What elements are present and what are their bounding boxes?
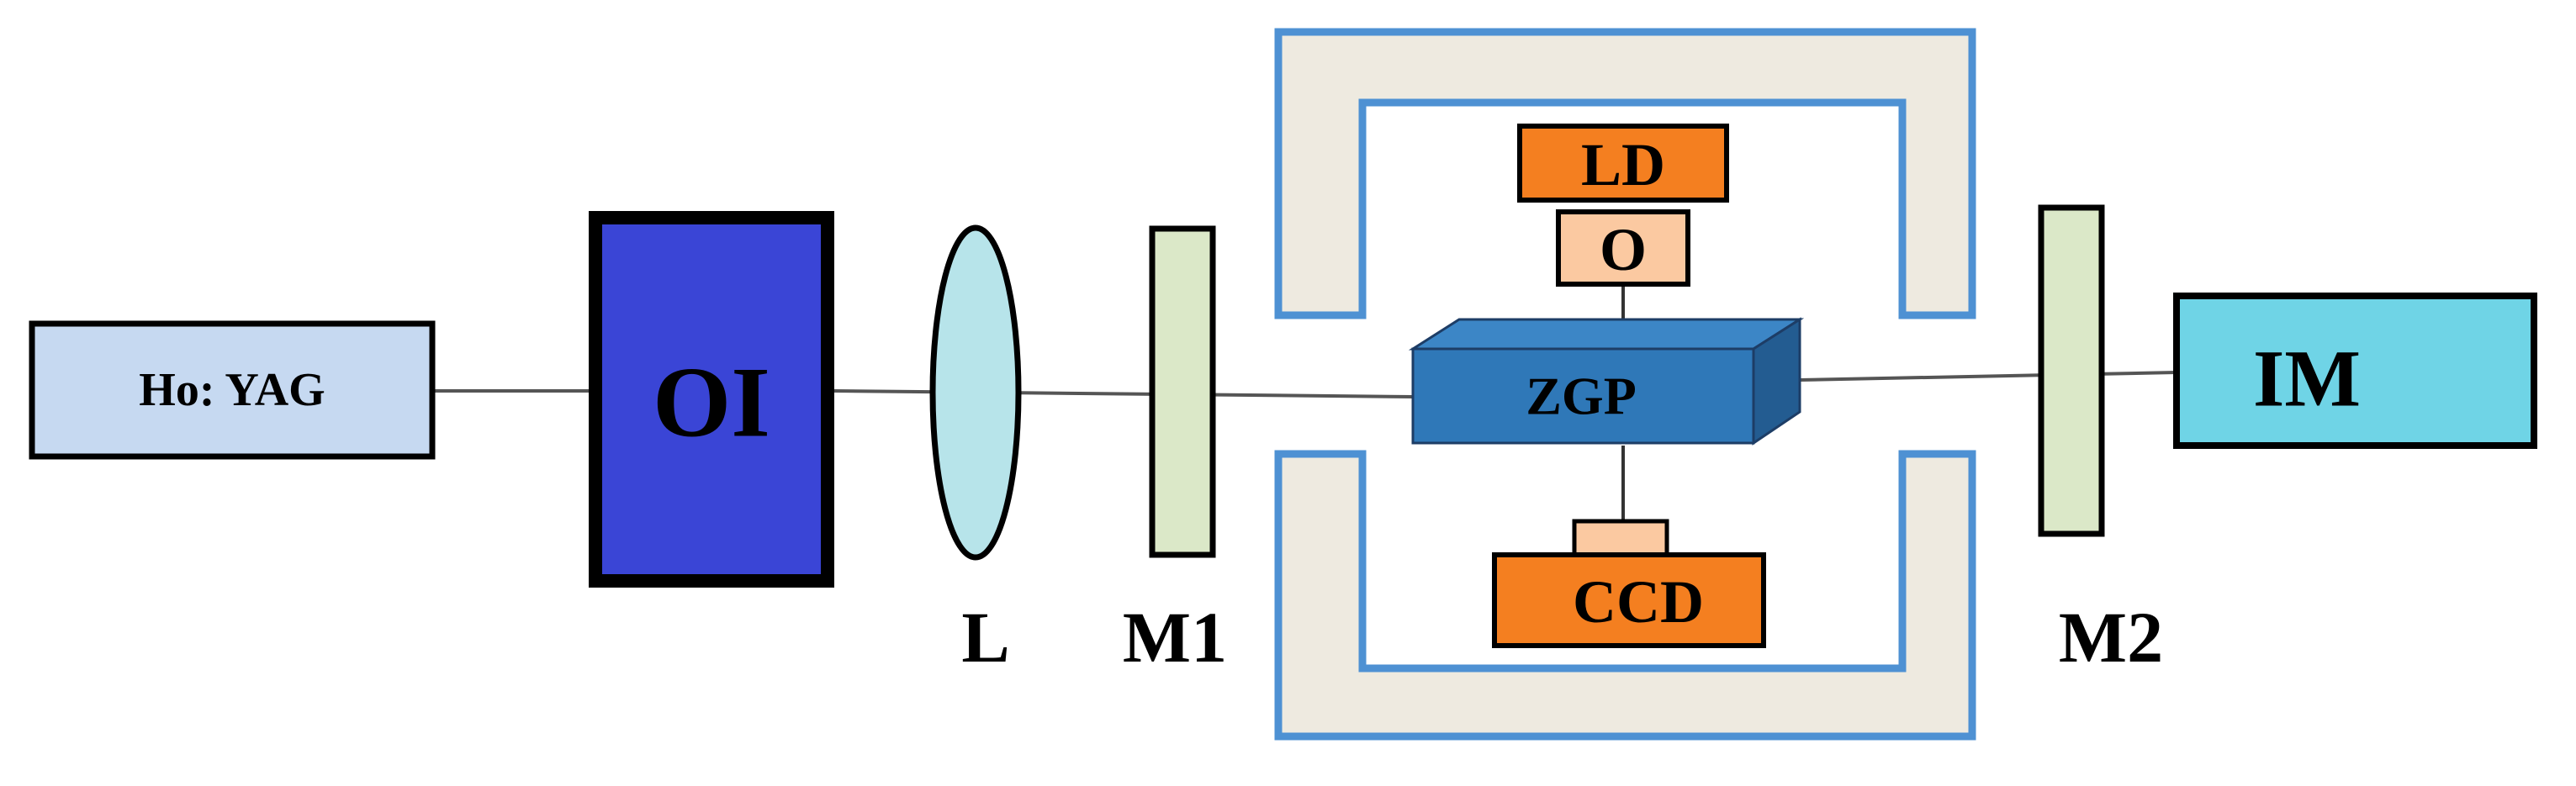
lens-label: L <box>961 597 1009 678</box>
zgp-crystal: ZGP <box>1408 317 1805 446</box>
laser-label: Ho: YAG <box>139 364 325 416</box>
chamber <box>1274 28 1976 741</box>
lens: L <box>929 224 1022 678</box>
laser-box <box>29 320 436 460</box>
mirror-m1-plate <box>1149 225 1216 558</box>
mirror-m2-label: M2 <box>2059 597 2163 678</box>
laser-diode-box <box>1517 124 1729 203</box>
beam-isolator-to-crystal <box>833 389 1414 398</box>
optical-isolator: OI <box>589 211 834 588</box>
laser-source: Ho: YAG <box>29 320 436 460</box>
mirror-m2-plate <box>2038 204 2105 537</box>
imager-label: IM <box>2253 334 2361 424</box>
isolator-label: OI <box>653 346 770 458</box>
crystal-top-face <box>1408 318 1805 351</box>
beam-crystal-to-imager <box>1799 371 2177 382</box>
ccd-body <box>1492 552 1766 648</box>
mirror-m2: M2 <box>2038 204 2163 678</box>
imager: IM <box>2173 293 2537 449</box>
crystal-front-face <box>1411 347 1755 445</box>
crystal-label: ZGP <box>1526 367 1637 426</box>
objective-box <box>1556 209 1690 287</box>
mirror-m1: M1 <box>1123 225 1227 678</box>
isolator-box <box>589 211 834 588</box>
chamber-top-half <box>1274 28 1976 319</box>
ccd-camera: CCD <box>1492 519 1766 648</box>
imager-box <box>2173 293 2537 449</box>
lens-shape <box>929 224 1022 561</box>
objective: O <box>1556 209 1690 287</box>
ccd-lens-mount <box>1572 519 1669 559</box>
chamber-bottom-half <box>1274 450 1976 741</box>
mirror-m1-label: M1 <box>1123 597 1227 678</box>
ccd-label: CCD <box>1573 568 1704 636</box>
laser-diode: LD <box>1517 124 1729 203</box>
objective-label: O <box>1600 216 1647 283</box>
laser-diode-label: LD <box>1581 131 1665 198</box>
